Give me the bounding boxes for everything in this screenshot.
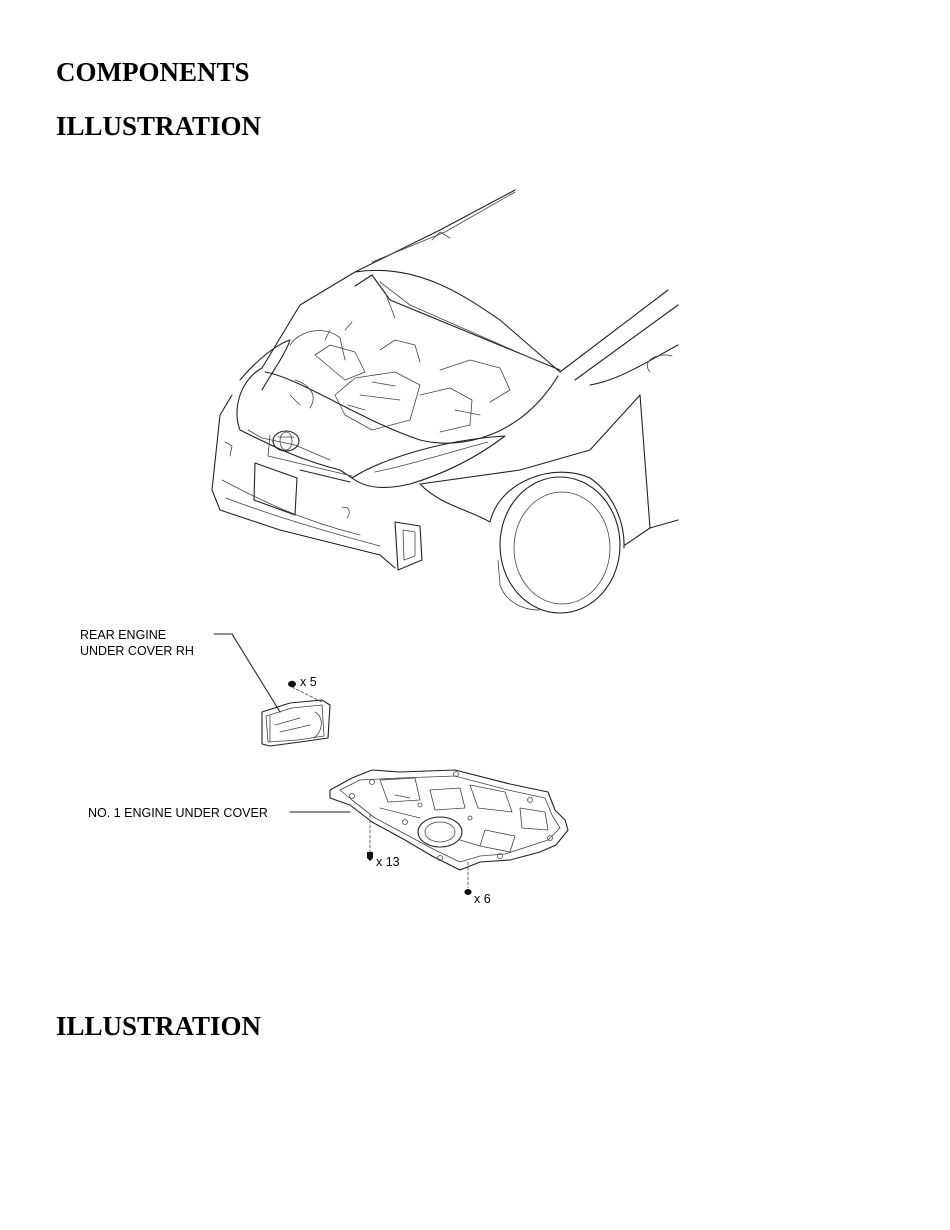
clip-fastener-icon (288, 680, 323, 703)
label-no1-engine-under-cover: NO. 1 ENGINE UNDER COVER (88, 806, 268, 820)
components-illustration: REAR ENGINE UNDER COVER RH x 5 NO. 1 ENG… (0, 170, 950, 930)
label-qty-13: x 13 (376, 855, 400, 869)
section-heading-illustration-2: ILLUSTRATION (56, 1011, 262, 1041)
label-qty-5: x 5 (300, 675, 317, 689)
vehicle-front-drawing (211, 189, 679, 614)
label-qty-6: x 6 (474, 892, 491, 906)
rear-engine-under-cover-rh-part (261, 699, 331, 747)
section-heading-components: COMPONENTS (56, 57, 250, 87)
bolt-icon (367, 814, 373, 861)
no1-engine-under-cover-part (329, 769, 569, 871)
section-heading-illustration: ILLUSTRATION (56, 111, 262, 141)
label-rear-engine: REAR ENGINE (80, 628, 166, 642)
rear-cover-leader-line (213, 633, 281, 713)
screw-icon (464, 861, 472, 895)
label-under-cover-rh: UNDER COVER RH (80, 644, 194, 658)
